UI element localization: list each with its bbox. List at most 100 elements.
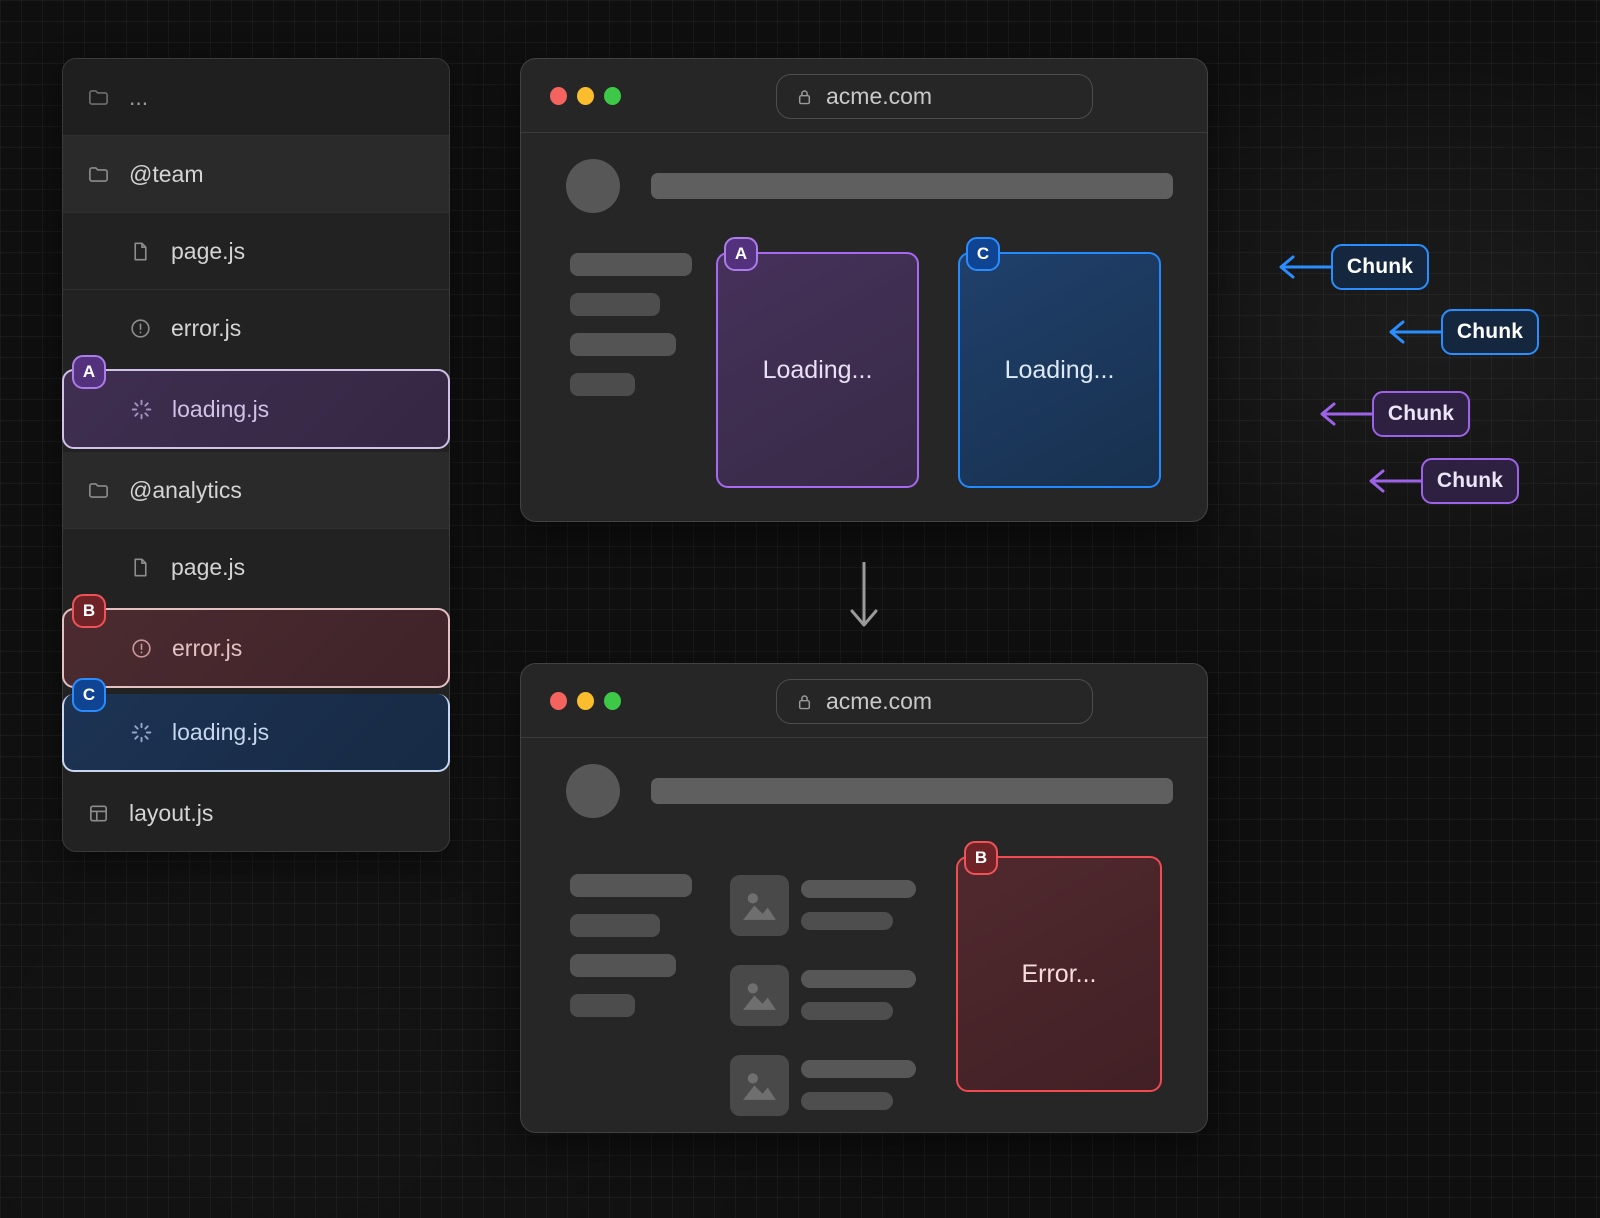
- chunk-text: Chunk: [1346, 255, 1414, 278]
- chunk-label-blue: Chunk: [1331, 244, 1429, 290]
- error-card-b: B Error...: [956, 841, 1162, 1092]
- text-skeleton: [801, 1092, 893, 1110]
- loading-card-c: C Loading...: [958, 237, 1161, 488]
- chunk-label-purple: Chunk: [1421, 458, 1519, 504]
- traffic-lights: [550, 87, 621, 105]
- page-content: B Error...: [521, 738, 1207, 1132]
- spinner-icon: [131, 399, 152, 419]
- image-icon: [743, 893, 776, 920]
- text-skeleton: [570, 914, 660, 937]
- badge-a: A: [72, 355, 106, 389]
- file-name: loading.js: [172, 718, 270, 745]
- avatar: [566, 159, 620, 213]
- close-button[interactable]: [550, 692, 567, 710]
- page-content: A Loading... C Loading...: [521, 133, 1207, 521]
- file-name: error.js: [171, 314, 242, 341]
- file-name: loading.js: [172, 395, 270, 422]
- text-skeleton: [570, 373, 635, 396]
- maximize-button[interactable]: [604, 692, 621, 710]
- alert-icon: [132, 638, 151, 658]
- file-tree-panel: ... @team page.js error.js A loading.js …: [62, 58, 450, 852]
- file-icon: [134, 558, 147, 576]
- text-skeleton: [570, 874, 692, 897]
- header-skeleton-bar: [651, 173, 1173, 199]
- left-arrow-icon: [1320, 402, 1374, 426]
- text-skeleton: [801, 880, 916, 898]
- folder-icon: [89, 166, 108, 182]
- text-skeleton: [570, 994, 635, 1017]
- badge-b: B: [72, 594, 106, 628]
- left-arrow-icon: [1389, 320, 1443, 344]
- text-skeleton: [801, 970, 916, 988]
- file-name: error.js: [172, 634, 243, 661]
- url-text: acme.com: [826, 688, 933, 714]
- chunk-text: Chunk: [1436, 469, 1504, 492]
- badge-c: C: [72, 678, 106, 712]
- text-skeleton: [801, 912, 893, 930]
- badge-b: B: [964, 841, 998, 875]
- image-icon: [743, 983, 776, 1010]
- text-skeleton: [570, 954, 676, 977]
- file-name: @analytics: [129, 476, 242, 503]
- close-button[interactable]: [550, 87, 567, 105]
- image-placeholder: [730, 1055, 789, 1116]
- file-name: layout.js: [129, 799, 214, 826]
- maximize-button[interactable]: [604, 87, 621, 105]
- file-tree-row-error-b[interactable]: B error.js: [62, 594, 450, 688]
- traffic-lights: [550, 692, 621, 710]
- minimize-button[interactable]: [577, 87, 594, 105]
- layout-icon: [90, 804, 107, 822]
- browser-header: acme.com: [521, 664, 1207, 738]
- loading-card-a: A Loading...: [716, 237, 919, 488]
- text-skeleton: [801, 1002, 893, 1020]
- image-icon: [743, 1073, 776, 1100]
- file-tree-row-loading-c[interactable]: C loading.js: [62, 678, 450, 772]
- avatar: [566, 764, 620, 818]
- file-tree-row-layout[interactable]: layout.js: [63, 775, 449, 851]
- file-tree-row-analytics[interactable]: @analytics: [63, 452, 449, 528]
- file-name: page.js: [171, 237, 246, 264]
- folder-icon: [89, 482, 108, 498]
- text-skeleton: [570, 293, 660, 316]
- error-text: Error...: [1021, 959, 1097, 988]
- text-skeleton: [570, 253, 692, 276]
- down-arrow-icon: [850, 562, 878, 627]
- folder-icon: [89, 89, 108, 105]
- text-skeleton: [801, 1060, 916, 1078]
- file-icon: [134, 242, 147, 260]
- minimize-button[interactable]: [577, 692, 594, 710]
- header-skeleton-bar: [651, 778, 1173, 804]
- text-skeleton: [570, 333, 676, 356]
- file-tree-row-team[interactable]: @team: [63, 135, 449, 212]
- file-tree-row-error[interactable]: error.js: [63, 289, 449, 366]
- lock-icon: [798, 694, 811, 709]
- browser-header: acme.com: [521, 59, 1207, 133]
- image-placeholder: [730, 965, 789, 1026]
- loading-text: Loading...: [762, 355, 873, 384]
- left-arrow-icon: [1279, 255, 1333, 279]
- url-bar[interactable]: acme.com: [776, 74, 1093, 119]
- file-name: page.js: [171, 553, 246, 580]
- browser-window-error: acme.com B: [520, 663, 1208, 1133]
- badge-c: C: [966, 237, 1000, 271]
- left-arrow-icon: [1369, 469, 1423, 493]
- loading-text: Loading...: [1004, 355, 1115, 384]
- file-name: @team: [129, 160, 204, 187]
- file-tree-row-loading-a[interactable]: A loading.js: [62, 355, 450, 449]
- lock-icon: [798, 89, 811, 104]
- file-tree-row-ellipsis[interactable]: ...: [63, 59, 449, 135]
- browser-window-loading: acme.com A Loading... C Loading...: [520, 58, 1208, 522]
- file-name: ...: [129, 83, 149, 110]
- file-tree-row-page[interactable]: page.js: [63, 212, 449, 289]
- spinner-icon: [131, 722, 152, 742]
- chunk-label-purple: Chunk: [1372, 391, 1470, 437]
- chunk-text: Chunk: [1387, 402, 1455, 425]
- image-placeholder: [730, 875, 789, 936]
- file-tree-row-page-2[interactable]: page.js: [63, 528, 449, 605]
- badge-a: A: [724, 237, 758, 271]
- url-text: acme.com: [826, 83, 933, 109]
- url-bar[interactable]: acme.com: [776, 679, 1093, 724]
- chunk-label-blue: Chunk: [1441, 309, 1539, 355]
- chunk-text: Chunk: [1456, 320, 1524, 343]
